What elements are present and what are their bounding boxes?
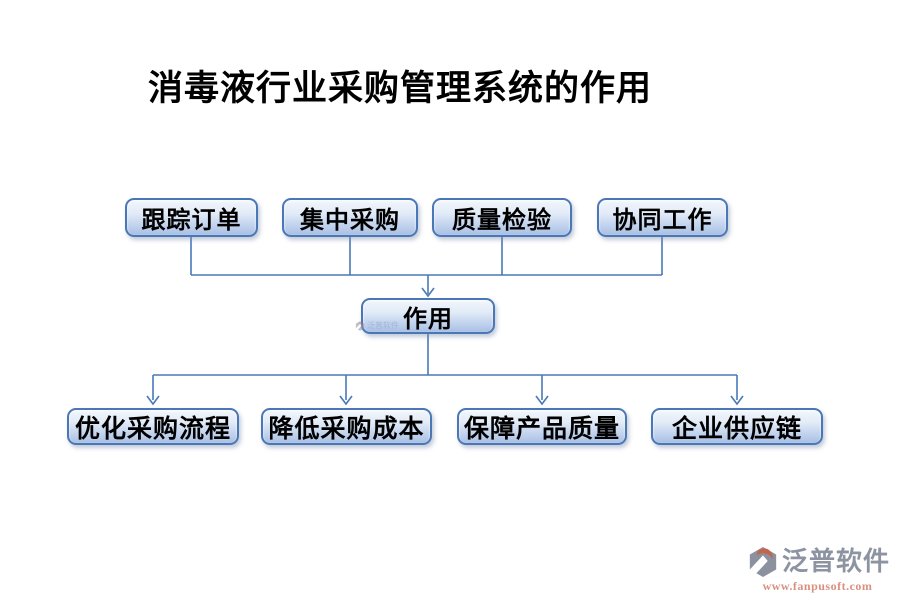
arrowhead-to-center-icon [421, 287, 435, 298]
node-label: 集中采购 [300, 208, 400, 234]
brand-row: 泛普软件 [745, 546, 890, 578]
top-connector-group [190, 237, 663, 298]
arrowhead-4-icon [730, 395, 744, 406]
node-label: 质量检验 [452, 208, 552, 234]
arrowhead-3-icon [535, 395, 549, 406]
brand-name: 泛普软件 [781, 547, 890, 576]
node-quality-inspection: 质量检验 [432, 198, 572, 237]
node-reduce-procurement-cost: 降低采购成本 [261, 408, 432, 445]
watermark-text: 泛普软件 [367, 321, 399, 330]
node-label: 企业供应链 [671, 415, 802, 443]
node-collaborative-work: 协同工作 [597, 198, 728, 237]
node-label: 跟踪订单 [141, 208, 242, 234]
node-guarantee-product-quality: 保障产品质量 [457, 408, 627, 445]
node-label: 作用 [403, 306, 453, 333]
brand-url: www.fanpusoft.com [762, 579, 873, 593]
arrowhead-2-icon [339, 395, 353, 406]
bottom-connector-group [146, 334, 744, 406]
fanpu-logo-icon [749, 546, 777, 578]
node-label: 保障产品质量 [463, 415, 620, 443]
node-track-orders: 跟踪订单 [125, 198, 258, 237]
node-role: 作用 泛普软件 [355, 298, 495, 334]
node-enterprise-supply-chain: 企业供应链 [651, 408, 823, 445]
watermark-logo-icon [355, 320, 365, 331]
node-centralized-purchasing: 集中采购 [282, 198, 418, 237]
arrowhead-1-icon [146, 395, 160, 406]
watermark: 泛普软件 [355, 320, 399, 331]
node-label: 降低采购成本 [268, 415, 425, 443]
node-label: 优化采购流程 [74, 415, 231, 443]
brand-footer: 泛普软件 www.fanpusoft.com [745, 546, 890, 594]
node-optimize-procurement-process: 优化采购流程 [67, 408, 239, 445]
node-label: 协同工作 [612, 208, 713, 234]
page-title: 消毒液行业采购管理系统的作用 [147, 69, 652, 108]
